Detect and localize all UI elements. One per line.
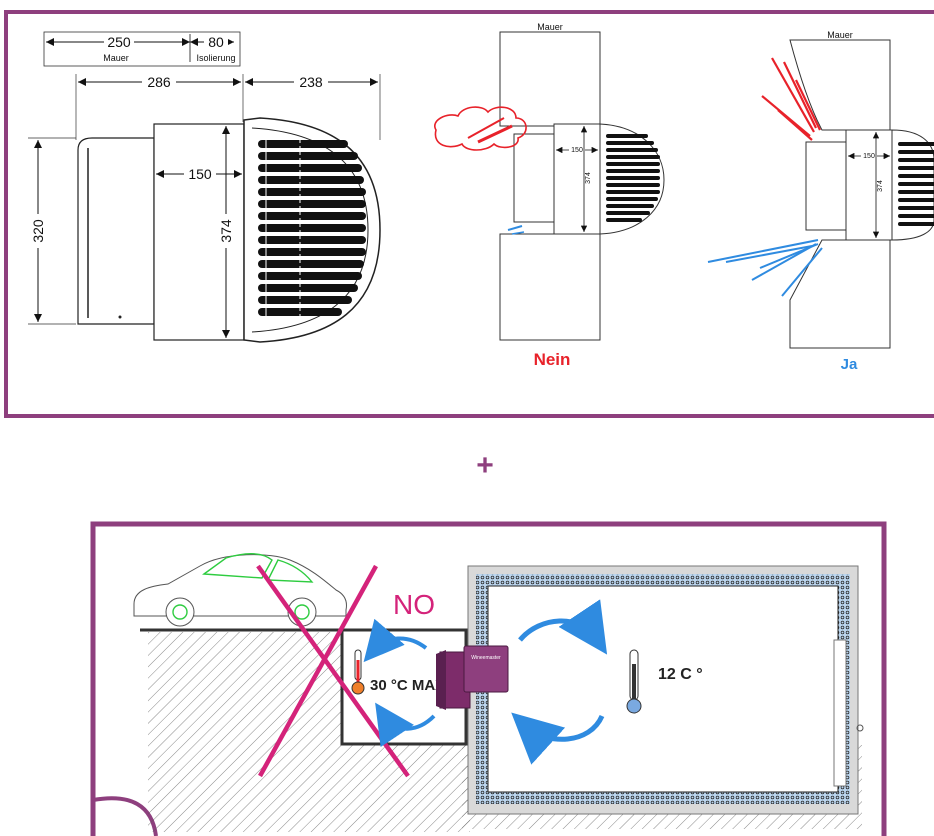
unit-brand: Wineemaster xyxy=(471,655,501,661)
circular-arrow-icon xyxy=(375,702,436,748)
nein-grille-icon xyxy=(606,134,660,222)
bottom-panel-frame xyxy=(90,521,887,836)
car-icon xyxy=(133,553,347,627)
ja-label: Ja xyxy=(841,356,858,373)
dim-238: 238 xyxy=(299,74,323,90)
nein-label: Nein xyxy=(534,350,571,369)
hot-air-ray xyxy=(477,124,513,144)
wall-dimension-box xyxy=(43,31,241,67)
dim-mauer-label: Mauer xyxy=(103,53,129,63)
circular-arrow-icon xyxy=(511,712,605,765)
ja-mauer-label: Mauer xyxy=(827,30,853,40)
cold-air-ray xyxy=(511,231,525,235)
temp-inside: 12 C ° xyxy=(658,666,703,683)
cellar-room xyxy=(487,585,839,793)
ja-grille-icon xyxy=(898,142,934,226)
ja-installation: Mauer 150 374 xyxy=(707,30,934,373)
top-panel-frame xyxy=(4,10,934,418)
hot-air-ray xyxy=(467,117,505,139)
dim-374: 374 xyxy=(218,219,234,243)
dim-150: 150 xyxy=(188,166,212,182)
corner-arc xyxy=(92,796,158,836)
thermometer-icon xyxy=(351,649,365,695)
dim-320: 320 xyxy=(30,219,46,243)
circular-arrow-icon xyxy=(518,599,608,655)
cold-air-rays xyxy=(707,239,823,297)
ja-dim-374: 374 xyxy=(877,180,884,192)
cloud-icon xyxy=(434,106,527,151)
ja-dim-150: 150 xyxy=(863,153,875,160)
plus-sign: + xyxy=(476,449,494,482)
thermometer-icon xyxy=(626,649,642,714)
cooling-unit: Wineemaster xyxy=(436,645,509,710)
nein-dim-374: 374 xyxy=(585,172,592,184)
nein-mauer-label: Mauer xyxy=(537,22,563,32)
no-label: NO xyxy=(393,589,435,620)
cellar-door xyxy=(833,639,847,787)
circular-arrow-icon xyxy=(363,618,428,663)
dim-286: 286 xyxy=(147,74,171,90)
hot-air-rays xyxy=(761,57,821,141)
dim-80: 80 xyxy=(208,34,224,50)
nein-dim-150: 150 xyxy=(571,147,583,154)
dim-isolierung-label: Isolierung xyxy=(196,53,235,63)
temp-outside: 30 °C MAX xyxy=(370,677,445,694)
top-panel: 250 Mauer 80 Isolierung 286 238 xyxy=(28,22,934,373)
front-grille-icon xyxy=(258,140,366,316)
cold-air-ray xyxy=(507,225,523,231)
unit-dimension-drawing: 250 Mauer 80 Isolierung 286 238 xyxy=(28,31,381,343)
dim-250: 250 xyxy=(107,34,131,50)
bottom-panel: NO 30 °C MAX Wineemaster 12 C ° xyxy=(133,553,864,832)
nein-installation: Mauer 150 374 xyxy=(434,22,665,369)
